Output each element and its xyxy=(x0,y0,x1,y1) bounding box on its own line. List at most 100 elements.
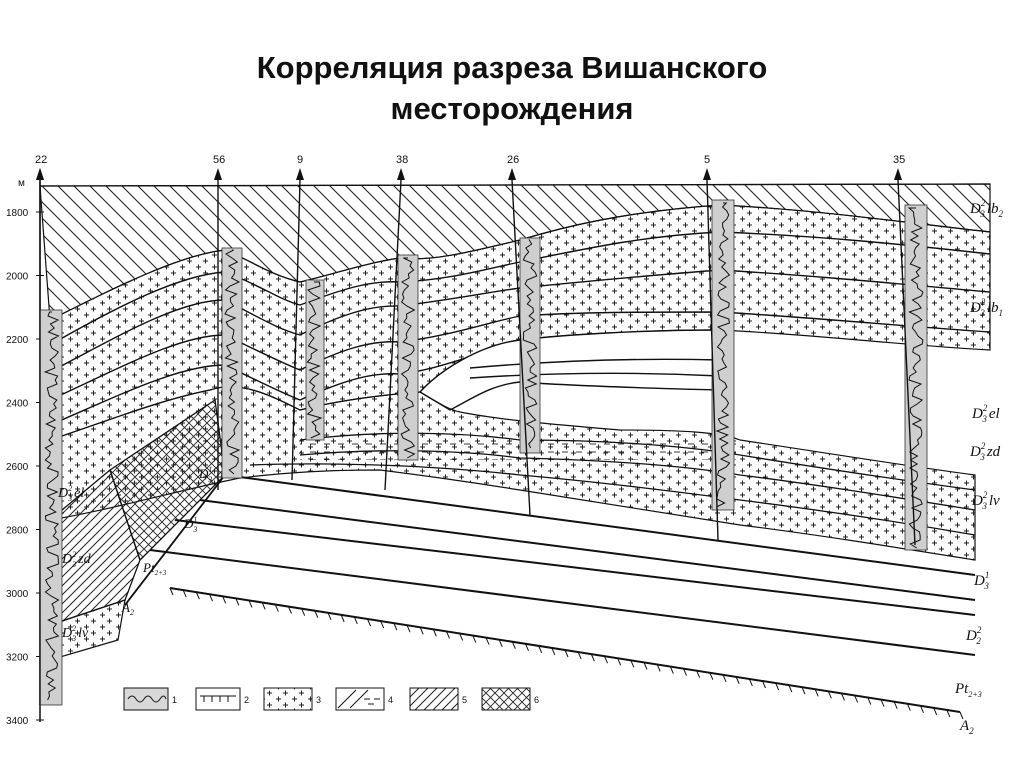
basement-lines xyxy=(149,474,976,656)
legend-item-6: 6 xyxy=(481,687,539,711)
svg-text:5: 5 xyxy=(462,695,467,705)
well-label-5: 5 xyxy=(704,154,710,166)
archean-tick xyxy=(446,631,450,639)
strata-label-pt: Pt2+3 xyxy=(954,681,982,699)
well-label-26: 26 xyxy=(507,154,519,166)
archean-tick xyxy=(380,620,385,629)
archean-tick xyxy=(235,598,240,606)
archean-tick xyxy=(748,678,753,687)
archean-tick xyxy=(261,602,266,610)
well-log-curve xyxy=(907,207,924,549)
well-log-bands xyxy=(39,199,928,706)
archean-tick xyxy=(472,635,477,643)
archean-tick xyxy=(630,660,635,668)
well-label-22: 22 xyxy=(35,154,47,166)
archean-tick xyxy=(314,610,319,618)
depth-tick-label: 2000 xyxy=(6,272,29,283)
archean-tick xyxy=(683,668,687,676)
archean-tick xyxy=(669,666,674,674)
archean-tick xyxy=(814,689,819,697)
well-log-curve xyxy=(224,249,241,475)
well-marker-5: 5 xyxy=(703,154,711,180)
depth-tick-label: 3200 xyxy=(6,653,29,664)
well-label-38: 38 xyxy=(396,154,408,166)
well-log-curve xyxy=(522,239,538,449)
lens-white xyxy=(418,329,721,411)
well-log-curve xyxy=(43,311,60,701)
well-label-35: 35 xyxy=(893,154,905,166)
archean-tick xyxy=(169,587,174,596)
left-label-pt: Pt2+3 xyxy=(142,560,167,577)
archean-tick xyxy=(801,687,806,695)
archean-tick xyxy=(485,637,490,645)
archean-tick xyxy=(722,674,727,682)
archean-tick xyxy=(656,664,661,672)
legend: 1 2 3 4 5 6 xyxy=(123,687,539,711)
archean-tick xyxy=(880,699,885,707)
well-label-9: 9 xyxy=(297,154,303,166)
archean-tick xyxy=(906,703,911,711)
archean-tick xyxy=(511,641,516,649)
svg-text:4: 4 xyxy=(388,695,393,705)
well-trajectories xyxy=(39,179,916,705)
archean-tick xyxy=(762,680,766,689)
well-marker-9: 9 xyxy=(296,154,304,180)
strata-label-a2: A2 xyxy=(959,718,974,736)
depth-unit: м xyxy=(18,178,25,189)
archean-tick xyxy=(327,612,332,620)
archean-tick xyxy=(577,651,582,660)
depth-tick-label: 3400 xyxy=(6,716,29,727)
left-label-a2: A2 xyxy=(121,600,134,617)
well-labels: 22 56 9 38 26 5 35 xyxy=(35,154,905,180)
slide-title-line-2: месторождения xyxy=(390,90,634,126)
well-marker-22: 22 xyxy=(35,154,47,180)
legend-item-4: 4 xyxy=(335,687,393,711)
depth-tick-label: 2600 xyxy=(6,462,29,473)
archean-tick xyxy=(788,684,793,693)
archean-tick xyxy=(827,691,832,699)
depth-tick-label: 2400 xyxy=(6,399,29,410)
archean-tick xyxy=(209,594,213,602)
archean-tick xyxy=(367,618,371,627)
archean-tick xyxy=(182,589,187,598)
archean-tick xyxy=(538,645,543,654)
archean-tick xyxy=(643,662,648,670)
depth-tick-label: 2200 xyxy=(6,335,29,346)
svg-text:3: 3 xyxy=(316,695,321,705)
well-trajectory-35 xyxy=(897,179,916,546)
depth-tick-label: 2800 xyxy=(6,526,29,537)
well-trajectory-26 xyxy=(511,179,531,516)
legend-item-3: 3 xyxy=(263,687,321,711)
archean-tick xyxy=(551,647,556,656)
archean-tick xyxy=(248,600,253,608)
archean-tick xyxy=(854,695,859,703)
archean-tick xyxy=(920,705,924,713)
archean-tick xyxy=(340,614,345,623)
slide-title: Корреляция разреза Вишанского месторожде… xyxy=(0,48,1024,130)
svg-text:6: 6 xyxy=(534,695,539,705)
well-label-56: 56 xyxy=(213,154,225,166)
well-marker-38: 38 xyxy=(396,154,408,180)
archean-boundary xyxy=(169,587,964,720)
slide-title-line-1: Корреляция разреза Вишанского xyxy=(256,50,768,85)
well-trajectory-5 xyxy=(706,179,719,541)
depth-tick-label: 1800 xyxy=(6,208,29,219)
archean-tick xyxy=(590,653,595,662)
archean-tick xyxy=(288,606,292,614)
well-trajectory-38 xyxy=(384,179,402,491)
depth-tick-label: 3000 xyxy=(6,589,29,600)
archean-tick xyxy=(841,693,845,701)
